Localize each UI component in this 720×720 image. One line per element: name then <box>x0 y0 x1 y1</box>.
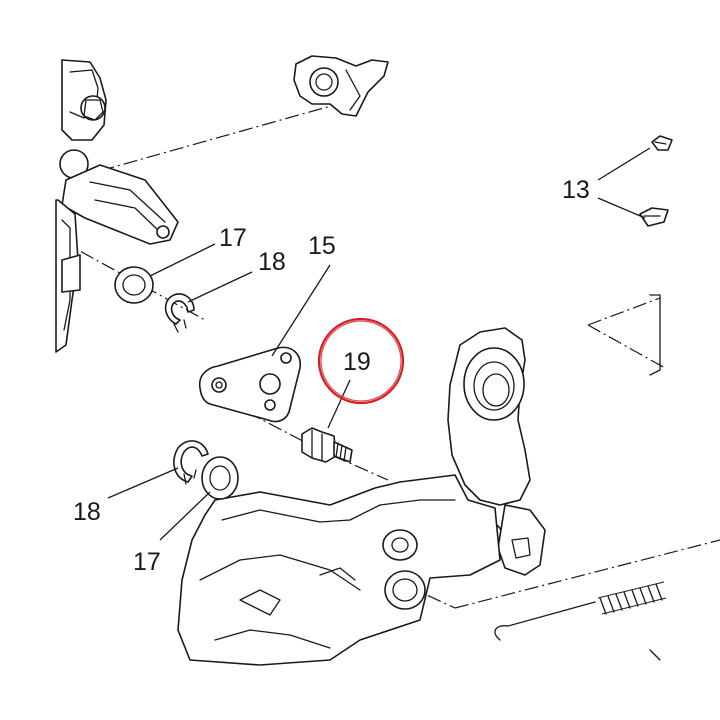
circlip-18-bottom <box>173 440 209 485</box>
part-13-clip <box>639 135 673 227</box>
upper-bracket <box>293 55 389 117</box>
label-17-top: 17 <box>219 224 247 252</box>
lever-assembly <box>55 59 179 353</box>
part-15-plate <box>198 346 302 423</box>
label-13: 13 <box>562 176 590 204</box>
highlight-ring-19 <box>317 317 405 405</box>
part-19-stud-bolt <box>301 427 353 463</box>
washer-17-bottom <box>201 456 239 500</box>
label-18-top: 18 <box>258 248 286 276</box>
label-18-bottom: 18 <box>73 498 101 526</box>
label-19: 19 <box>343 348 371 376</box>
return-spring <box>494 581 667 641</box>
leader-lines <box>107 147 651 541</box>
circlip-18-top <box>164 293 195 333</box>
label-15: 15 <box>308 232 336 260</box>
label-17-bottom: 17 <box>133 548 161 576</box>
main-bracket <box>177 294 661 666</box>
washer-17-top <box>114 266 154 304</box>
